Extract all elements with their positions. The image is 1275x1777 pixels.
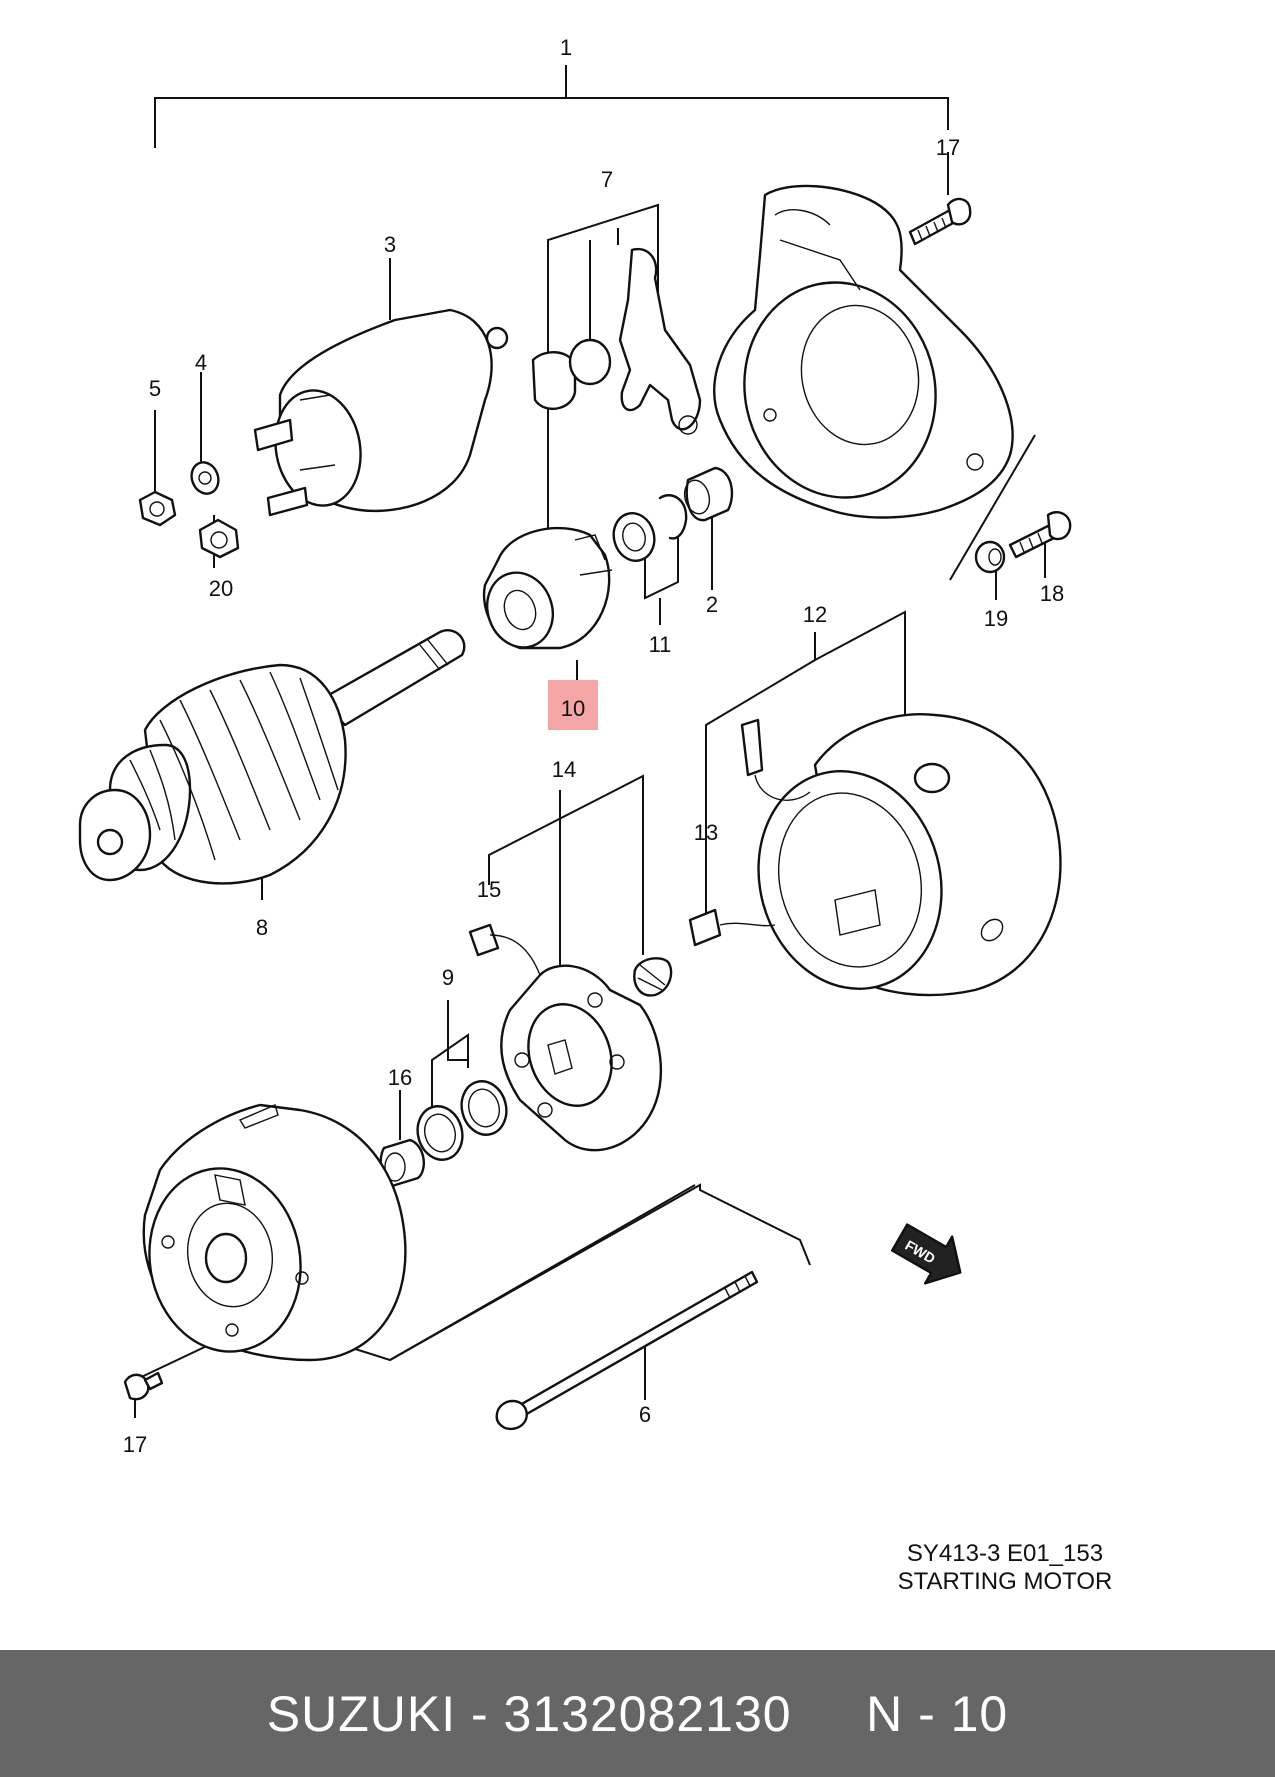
drive-end-housing [713, 184, 1014, 519]
brush-holder [468, 923, 673, 1152]
callout-20: 20 [209, 576, 233, 601]
small-fasteners [138, 461, 240, 559]
callout-14: 14 [552, 757, 576, 782]
callout-9: 9 [442, 965, 454, 990]
callout-17-bottom: 17 [123, 1432, 147, 1457]
armature [78, 629, 466, 885]
callout-10: 10 [561, 696, 585, 721]
callout-18: 18 [1040, 581, 1064, 606]
overrunning-clutch [482, 466, 734, 650]
callout-16: 16 [388, 1065, 412, 1090]
callout-1: 1 [560, 35, 572, 60]
caption-title: STARTING MOTOR [897, 1568, 1113, 1595]
caption-code: SY413-3 E01_153 [906, 1540, 1104, 1567]
callout-13: 13 [694, 820, 718, 845]
commutator-end-frame [142, 1103, 407, 1362]
callout-6: 6 [639, 1402, 651, 1427]
callout-8: 8 [256, 915, 268, 940]
screw-bottom [123, 1371, 164, 1401]
callout-19: 19 [984, 606, 1008, 631]
fwd-arrow-icon: FWD [890, 1223, 962, 1285]
solenoid-switch [253, 308, 509, 517]
through-bolt [495, 1270, 759, 1431]
callout-5: 5 [149, 376, 161, 401]
yoke-assembly [688, 713, 1062, 997]
commutator-washers [379, 1080, 508, 1188]
diagram-caption: SY413-3 E01_153 STARTING MOTOR [875, 1540, 1135, 1596]
callout-11: 11 [649, 632, 672, 657]
part-number-label: SUZUKI - 3132082130 N - 10 [266, 1685, 1009, 1742]
lever-set [531, 247, 702, 435]
footer-bar: SUZUKI - 3132082130 N - 10 [0, 1650, 1275, 1777]
exploded-parts-diagram: FWD 1 2 3 4 5 6 7 8 9 10 11 12 13 14 15 … [78, 35, 1072, 1457]
callout-17-top: 17 [936, 135, 960, 160]
callout-2: 2 [706, 592, 718, 617]
callout-7: 7 [601, 167, 613, 192]
callout-15: 15 [477, 877, 501, 902]
highlighted-part-box [548, 680, 598, 730]
callout-3: 3 [384, 232, 396, 257]
callout-4: 4 [195, 350, 207, 375]
callout-labels: 1 2 3 4 5 6 7 8 9 10 11 12 13 14 15 16 1… [123, 35, 1064, 1457]
bolt-top [908, 197, 972, 246]
callout-12: 12 [803, 602, 827, 627]
bolt-18-bushing-19 [974, 511, 1072, 574]
